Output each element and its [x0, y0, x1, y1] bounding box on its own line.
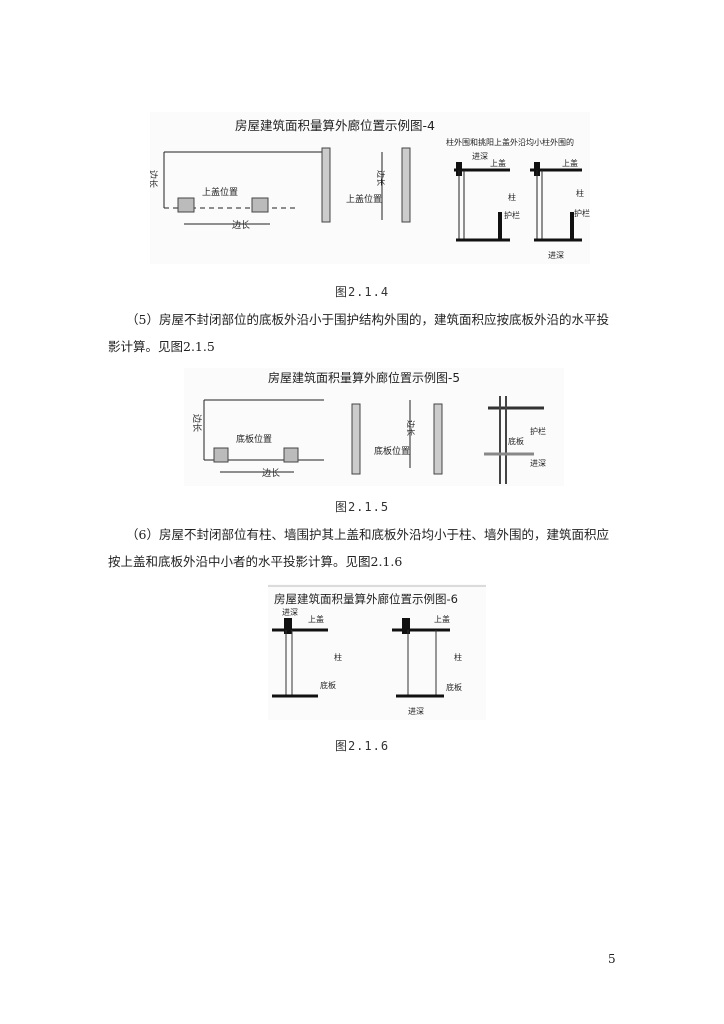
figure4-title: 房屋建筑面积量算外廊位置示例图-4 — [235, 118, 435, 133]
figure4-top-label: 柱外围和挑阳上盖外沿均小柱外围的 — [446, 137, 574, 147]
figure5-bottom-plate-left: 底板位置 — [236, 433, 272, 445]
figure5-bottom-len: 边长 — [262, 467, 280, 479]
figure4-walk-depth-bottom: 进深 — [548, 251, 564, 260]
figure4-top-cover-a: 上盖 — [490, 158, 506, 168]
figure6-caption: 图2.1.6 — [334, 739, 390, 753]
paragraph-6-text: （6）房屋不封闭部位有柱、墙围护其上盖和底板外沿均小于柱、墙外围的，建筑面积应按… — [108, 527, 609, 569]
page-number: 5 — [608, 952, 616, 966]
figure6-bottom-b: 底板 — [446, 682, 462, 692]
figure5-bottom-plate-mid: 底板位置 — [374, 445, 410, 457]
figure4-caption: 图2.1.4 — [334, 285, 390, 299]
figure5-bottom-plate: 底板 — [508, 436, 524, 446]
figure5-depth: 进深 — [530, 459, 546, 468]
figure4-guard-a: 护栏 — [504, 210, 520, 220]
figure5-caption: 图2.1.5 — [334, 500, 390, 514]
figure5-guard: 护栏 — [530, 426, 546, 436]
figure6-walk-depth-bottom: 进深 — [408, 707, 424, 716]
paragraph-5: （5）房屋不封闭部位的底板外沿小于围护结构外围的，建筑面积应按底板外沿的水平投影… — [108, 306, 618, 360]
figure4-top-cover-mid: 上盖位置 — [346, 193, 382, 205]
figure6-walk-depth-top: 进深 — [282, 608, 298, 617]
figure4-left-side: 边长 — [150, 170, 159, 188]
figure-2-1-5: 房屋建筑面积量算外廊位置示例图-5 边长 底板位置 边长 边长 底板位置 护栏 … — [184, 368, 564, 486]
figure6-top-cover-a: 上盖 — [308, 614, 324, 624]
figure5-mid-len: 边长 — [406, 420, 416, 436]
figure6-bottom-a: 底板 — [320, 680, 336, 690]
figure6-column-b: 柱 — [454, 652, 462, 662]
figure-2-1-6: 房屋建筑面积量算外廊位置示例图-6 进深 上盖 柱 底板 上盖 柱 底板 进深 — [268, 584, 486, 720]
figure6-top-cover-b: 上盖 — [434, 614, 450, 624]
figure5-left-side: 边长 — [191, 414, 203, 432]
paragraph-6: （6）房屋不封闭部位有柱、墙围护其上盖和底板外沿均小于柱、墙外围的，建筑面积应按… — [108, 521, 618, 575]
figure4-side-len: 边长 — [232, 219, 250, 231]
figure4-walk-depth-top: 进深 — [472, 152, 488, 161]
figure4-column-a: 柱 — [508, 192, 516, 202]
figure6-column-a: 柱 — [334, 652, 342, 662]
figure4-top-cover-b: 上盖 — [562, 158, 578, 168]
figure5-title: 房屋建筑面积量算外廊位置示例图-5 — [268, 370, 460, 385]
figure4-column-b: 柱 — [576, 188, 584, 198]
figure6-title: 房屋建筑面积量算外廊位置示例图-6 — [274, 592, 458, 606]
figure4-guard-b: 护栏 — [574, 208, 590, 218]
figure-2-1-4: 房屋建筑面积量算外廊位置示例图-4 柱外围和挑阳上盖外沿均小柱外围的 边长 上盖… — [150, 112, 590, 264]
paragraph-5-text: （5）房屋不封闭部位的底板外沿小于围护结构外围的，建筑面积应按底板外沿的水平投影… — [108, 312, 609, 354]
figure4-mid-len: 边长 — [376, 170, 386, 186]
figure4-top-cover-left: 上盖位置 — [202, 186, 238, 198]
